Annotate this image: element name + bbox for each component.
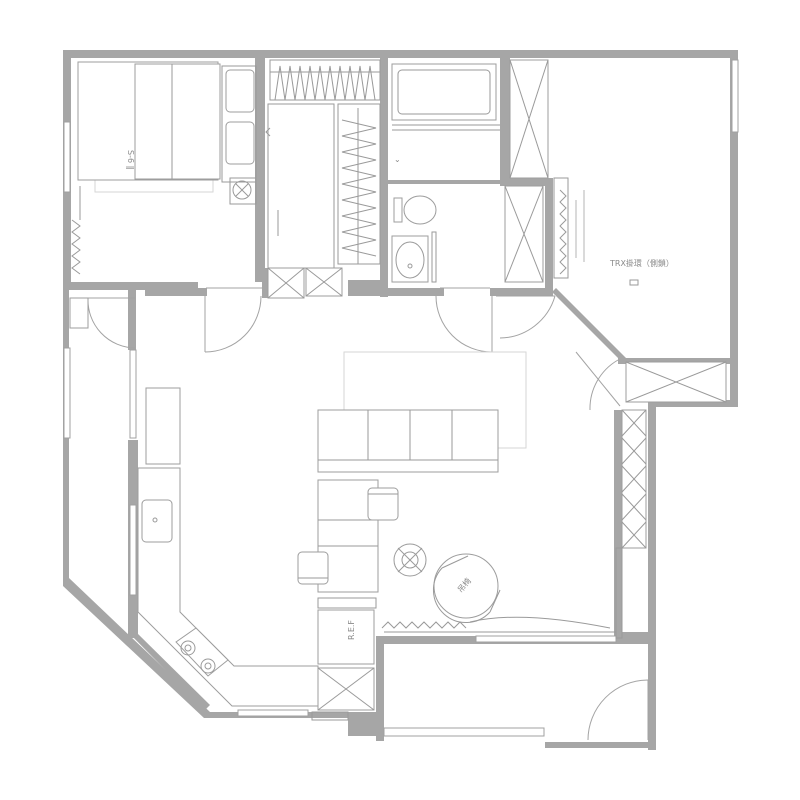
bath-sink (395, 241, 425, 279)
walk-in-closet (265, 59, 381, 299)
pillow-1 (225, 69, 255, 113)
bedroom: S-6 ‖ (71, 61, 279, 275)
bedside-lamp (232, 180, 252, 200)
cooktop (175, 627, 229, 677)
swing-chair: 吊椅 (432, 553, 501, 624)
bathtub (391, 63, 497, 121)
pillow-2 (225, 121, 255, 165)
trx-room: TRX掛環（側鎖） (559, 189, 727, 403)
wall-cabinet (145, 387, 181, 465)
toilet (403, 195, 437, 225)
kitchen: R.E.F (137, 387, 377, 721)
trx-label: TRX掛環（側鎖） (609, 258, 674, 268)
chair-2 (297, 551, 329, 585)
bed (134, 63, 221, 180)
doors (87, 287, 649, 741)
bathroom: ⌄ (391, 59, 569, 283)
chair-1 (367, 487, 399, 521)
svg-text:⌄: ⌄ (394, 155, 401, 164)
living-room: 吊椅 (297, 351, 647, 639)
windows (63, 59, 739, 737)
refrigerator (317, 609, 375, 665)
svg-text:S-6 ‖: S-6 ‖ (126, 150, 135, 170)
pendant-lamp (393, 543, 427, 577)
ref-label: R.E.F (347, 620, 356, 640)
sofa (317, 409, 499, 473)
